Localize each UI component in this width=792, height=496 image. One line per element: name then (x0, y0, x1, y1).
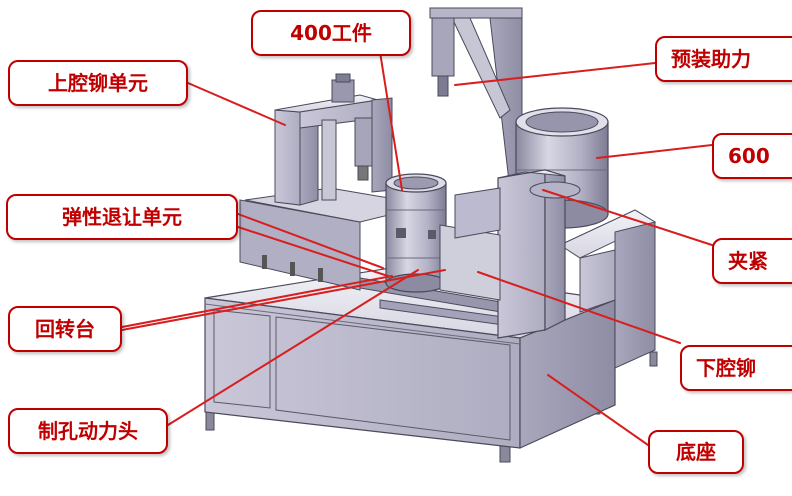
base-cabinet (204, 209, 658, 463)
leader-clamping (542, 189, 713, 246)
leader-workpiece-600 (596, 144, 713, 159)
leader-drilling (167, 269, 419, 426)
label-lower-cavity-riveting: 下腔铆 (680, 345, 792, 391)
leader-workpiece-400 (379, 51, 403, 191)
leader-pre-assembled (454, 62, 656, 86)
clamp-lower-riveting-frame (439, 169, 581, 339)
leader-rotary-b (121, 269, 446, 331)
label-drilling-power-head: 制孔动力头 (8, 408, 168, 454)
leader-rotary-a (121, 275, 393, 328)
label-elastic-retreat-unit: 弹性退让单元 (6, 194, 238, 240)
pre-assembly-press (429, 7, 523, 191)
label-base: 底座 (648, 430, 744, 474)
label-workpiece-600: 600 (712, 133, 792, 179)
label-upper-cavity-riveting-unit: 上腔铆单元 (8, 60, 188, 106)
label-workpiece-400: 400工件 (251, 10, 411, 56)
leader-lower-cavity (477, 271, 681, 344)
label-rotary-table: 回转台 (8, 306, 122, 352)
label-clamping-mechanism: 夹紧 (712, 238, 792, 284)
leader-upper-cavity (187, 82, 286, 126)
leader-base (547, 374, 649, 446)
leader-elastic-b (237, 226, 389, 277)
leader-elastic-a (237, 213, 384, 269)
label-pre-assembled-power: 预装助力 (655, 36, 792, 82)
upper-riveting-frame (274, 73, 393, 206)
